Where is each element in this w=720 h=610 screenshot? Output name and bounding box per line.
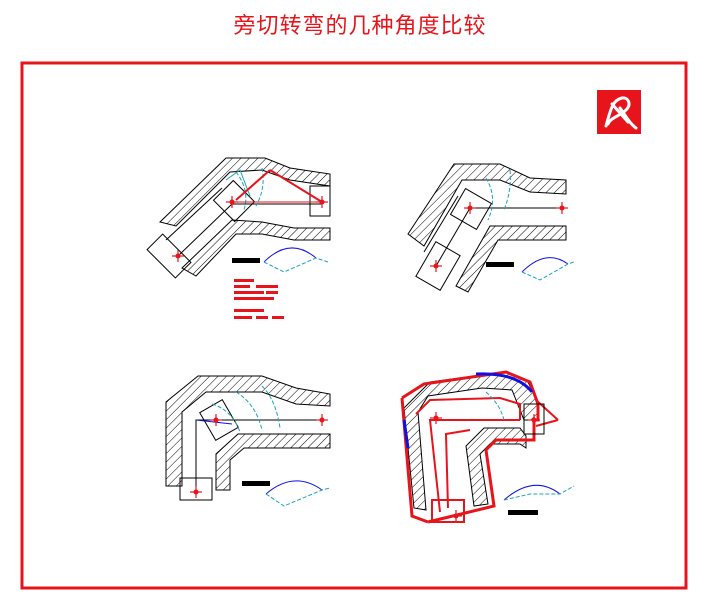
drawing-frame xyxy=(20,61,688,590)
elbow-diagram-top-left xyxy=(146,157,331,319)
elbow-diagram-bottom-right xyxy=(400,370,575,524)
elbow-diagram-top-right xyxy=(407,163,575,293)
seal-stamp xyxy=(597,90,641,134)
page-title: 旁切转弯的几种角度比较 xyxy=(233,14,487,39)
elbow-diagram-bottom-left xyxy=(165,375,331,507)
